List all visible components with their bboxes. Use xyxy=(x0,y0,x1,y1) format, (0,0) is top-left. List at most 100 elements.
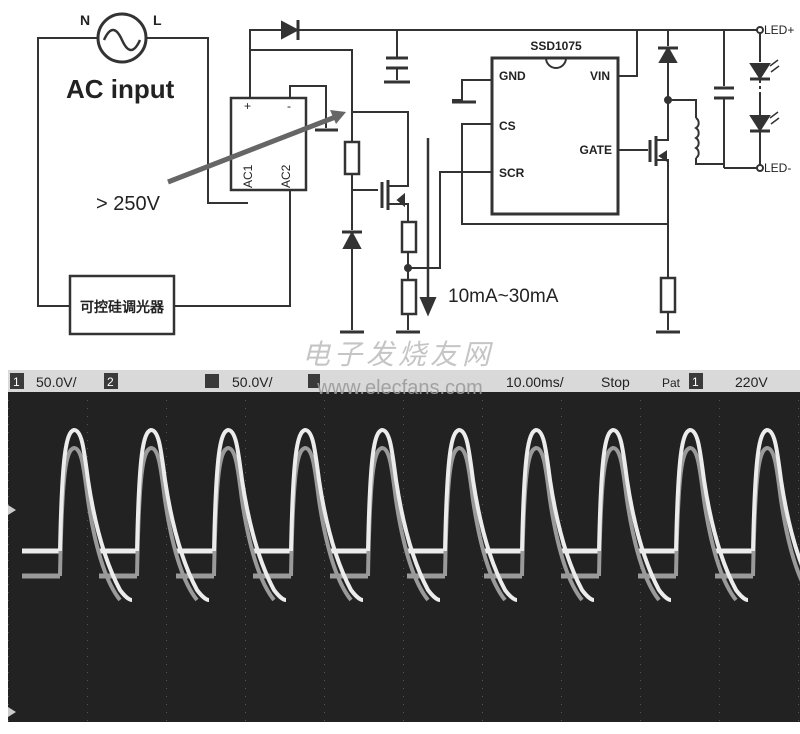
grid-dot xyxy=(561,664,562,665)
grid-dot xyxy=(245,464,246,465)
grid-dot xyxy=(719,648,720,649)
grid-dot xyxy=(561,432,562,433)
grid-dot xyxy=(403,600,404,601)
grid-dot xyxy=(87,520,88,521)
grid-dot xyxy=(640,656,641,657)
grid-dot xyxy=(561,408,562,409)
grid-dot xyxy=(87,608,88,609)
timebase: 10.00ms/ xyxy=(506,374,564,390)
grid-dot xyxy=(87,616,88,617)
grid-dot xyxy=(719,528,720,529)
grid-dot xyxy=(403,592,404,593)
grid-dot xyxy=(324,448,325,449)
grid-dot xyxy=(166,416,167,417)
grid-dot xyxy=(482,600,483,601)
grid-dot xyxy=(245,432,246,433)
grid-dot xyxy=(324,552,325,553)
ch1-scale: 50.0V/ xyxy=(36,374,77,390)
grid-dot xyxy=(561,472,562,473)
grid-dot xyxy=(798,480,799,481)
grid-dot xyxy=(245,488,246,489)
grid-dot xyxy=(324,600,325,601)
grid-dot xyxy=(87,648,88,649)
grid-dot xyxy=(8,480,9,481)
grid-dot xyxy=(561,448,562,449)
voltage-label: > 250V xyxy=(96,193,161,215)
grid-dot xyxy=(640,696,641,697)
grid-dot xyxy=(8,536,9,537)
grid-dot xyxy=(798,720,799,721)
grid-dot xyxy=(798,600,799,601)
grid-dot xyxy=(87,448,88,449)
grid-dot xyxy=(403,552,404,553)
grid-dot xyxy=(640,456,641,457)
grid-dot xyxy=(719,616,720,617)
grid-dot xyxy=(482,688,483,689)
grid-dot xyxy=(403,576,404,577)
bulk-capacitor xyxy=(384,30,410,84)
grid-dot xyxy=(719,600,720,601)
grid-dot xyxy=(719,432,720,433)
grid-dot xyxy=(166,616,167,617)
grid-dot xyxy=(245,448,246,449)
grid-dot xyxy=(798,504,799,505)
grid-dot xyxy=(482,504,483,505)
grid-dot xyxy=(403,680,404,681)
grid-dot xyxy=(324,696,325,697)
grid-dot xyxy=(561,416,562,417)
grid-dot xyxy=(8,416,9,417)
grid-dot xyxy=(403,656,404,657)
grid-dot xyxy=(324,568,325,569)
grid-dot xyxy=(166,696,167,697)
grid-dot xyxy=(324,424,325,425)
grid-dot xyxy=(640,600,641,601)
grid-dot xyxy=(166,432,167,433)
grid-dot xyxy=(640,592,641,593)
grid-dot xyxy=(640,440,641,441)
grid-dot xyxy=(166,640,167,641)
grid-dot xyxy=(403,464,404,465)
grid-dot xyxy=(245,616,246,617)
grid-dot xyxy=(245,544,246,545)
grid-dot xyxy=(719,712,720,713)
bleeder-resistor-1 xyxy=(400,220,418,254)
grid-dot xyxy=(166,720,167,721)
grid-dot xyxy=(561,720,562,721)
grid-dot xyxy=(87,416,88,417)
grid-dot xyxy=(640,528,641,529)
ch1-ground-marker xyxy=(8,505,16,515)
grid-dot xyxy=(8,432,9,433)
grid-dot xyxy=(166,568,167,569)
grid-dot xyxy=(482,632,483,633)
grid-dot xyxy=(87,640,88,641)
grid-dot xyxy=(166,656,167,657)
grid-dot xyxy=(245,400,246,401)
grid-dot xyxy=(798,688,799,689)
grid-dot xyxy=(561,640,562,641)
grid-dot xyxy=(798,472,799,473)
led-1 xyxy=(749,59,780,81)
grid-dot xyxy=(166,456,167,457)
grid-dot xyxy=(640,448,641,449)
grid-dot xyxy=(482,584,483,585)
grid-dot xyxy=(166,584,167,585)
grid-dot xyxy=(8,408,9,409)
grid-dot xyxy=(640,400,641,401)
grid-dot xyxy=(87,656,88,657)
grid-dot xyxy=(798,592,799,593)
grid-dot xyxy=(245,704,246,705)
grid-dot xyxy=(324,480,325,481)
grid-dot xyxy=(561,712,562,713)
grid-dot xyxy=(8,632,9,633)
grid-dot xyxy=(561,440,562,441)
grid-dot xyxy=(403,664,404,665)
ch1-pulse xyxy=(58,427,133,602)
grid-dot xyxy=(482,592,483,593)
grid-dot xyxy=(87,408,88,409)
grid-dot xyxy=(8,504,9,505)
sense-resistor xyxy=(659,276,677,314)
grid-dot xyxy=(798,672,799,673)
grid-dot xyxy=(245,552,246,553)
grid-dot xyxy=(561,688,562,689)
grid-dot xyxy=(403,608,404,609)
